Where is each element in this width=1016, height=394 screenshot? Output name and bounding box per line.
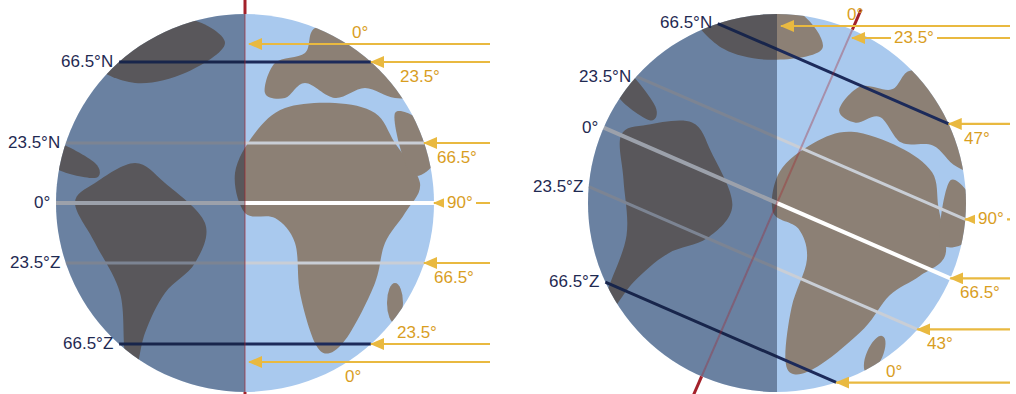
island (859, 333, 890, 376)
earth-axis (244, 0, 247, 14)
sun-ray-arrow (249, 43, 490, 45)
continent (235, 103, 420, 354)
latitude-label: 23.5°Z (533, 177, 583, 197)
sun-angle-label: 0° (847, 5, 863, 25)
latitude-label: 0° (582, 118, 598, 138)
sun-ray-arrow (424, 262, 490, 264)
sun-angle-label: 0° (352, 23, 368, 43)
latitude-label: 0° (34, 193, 50, 213)
earth-axis (244, 392, 247, 394)
earth-axis (702, 30, 853, 377)
land-group (531, 0, 1016, 394)
latitude-label: 23.5°N (8, 133, 60, 153)
sun-angle-label: 47° (964, 129, 990, 149)
sun-angle-label: 0° (886, 362, 902, 382)
latitude-label: 23.5°N (579, 67, 631, 87)
sun-ray-arrow (424, 142, 490, 144)
sun-ray-arrow (949, 123, 1010, 125)
sun-ray-arrow (249, 361, 490, 363)
sun-angle-label: 23.5° (397, 323, 437, 343)
sun-angle-label: 23.5° (891, 28, 937, 48)
latitude-label: 66.5°N (61, 52, 113, 72)
sun-angle-label: 66.5° (437, 148, 477, 168)
latitude-label: 66.5°N (660, 13, 712, 33)
night-side (56, 14, 245, 392)
ocean (56, 14, 434, 392)
sun-ray-arrow (836, 381, 1010, 383)
sun-ray-arrow (950, 277, 1010, 279)
globe (51, 0, 436, 394)
sun-angle-label: 23.5° (400, 67, 440, 87)
earth-axis (693, 376, 702, 394)
sun-ray-arrow (371, 343, 490, 345)
latitude-label: 66.5°Z (63, 334, 113, 354)
island (387, 283, 403, 323)
sun-angle-label: 66.5° (960, 283, 1000, 303)
sun-ray-arrow (781, 25, 1010, 27)
earth-axis (244, 14, 246, 392)
sun-angle-label: 66.5° (434, 268, 474, 288)
sun-angle-label: 90° (444, 193, 476, 213)
latitude-label: 66.5°Z (549, 272, 599, 292)
sun-angle-label: 0° (345, 367, 361, 387)
latitude-label: 23.5°Z (10, 253, 60, 273)
globe (531, 0, 1016, 394)
sun-ray-arrow (917, 328, 1010, 330)
sun-angle-label: 90° (975, 209, 1007, 229)
sun-ray-arrow (371, 61, 490, 63)
sun-angle-label: 43° (927, 334, 953, 354)
